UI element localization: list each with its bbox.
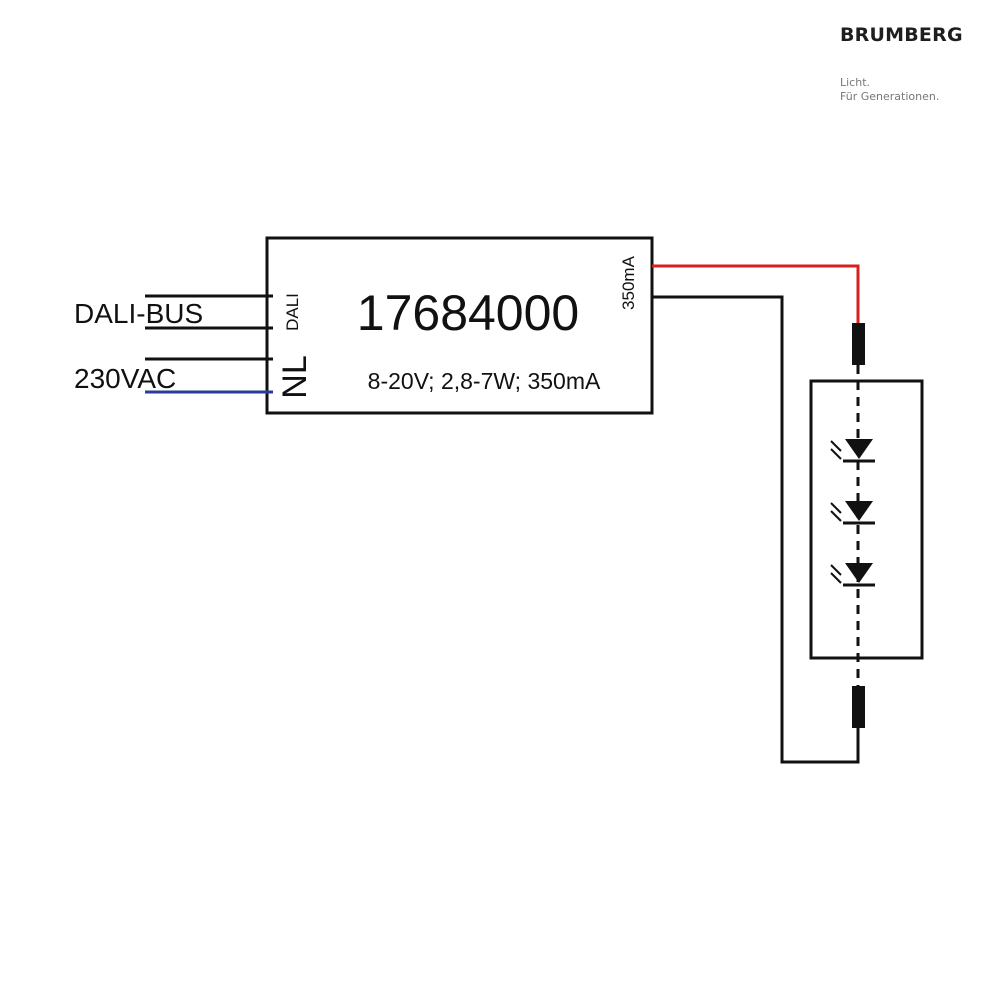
dali-terminal-label: DALI (283, 293, 302, 331)
led-2-icon (830, 501, 875, 525)
mains-terminal-label: NL (276, 355, 314, 398)
driver-spec: 8-20V; 2,8-7W; 350mA (368, 368, 601, 394)
brand-name: BRUMBERG (840, 24, 963, 46)
driver-box (265, 236, 654, 415)
led-module (809, 379, 924, 660)
brand-tagline-line-1: Licht. (840, 76, 871, 89)
brand-tagline: Licht. Für Generationen. (840, 76, 990, 104)
positive-output-wire (652, 264, 860, 323)
output-current-label: 350mA (619, 255, 638, 310)
brand-logo: BRUMBERG Licht. Für Generationen. (840, 24, 990, 104)
dali-bus-label: DALI-BUS (74, 298, 203, 329)
led-3-icon (830, 563, 875, 587)
mains-label: 230VAC (74, 363, 176, 394)
led-1-icon (830, 439, 875, 463)
top-connector (852, 323, 865, 365)
negative-output-wire (652, 295, 860, 764)
bottom-connector (852, 686, 865, 728)
part-number: 17684000 (357, 285, 579, 341)
brand-tagline-line-2: Für Generationen. (840, 90, 940, 103)
